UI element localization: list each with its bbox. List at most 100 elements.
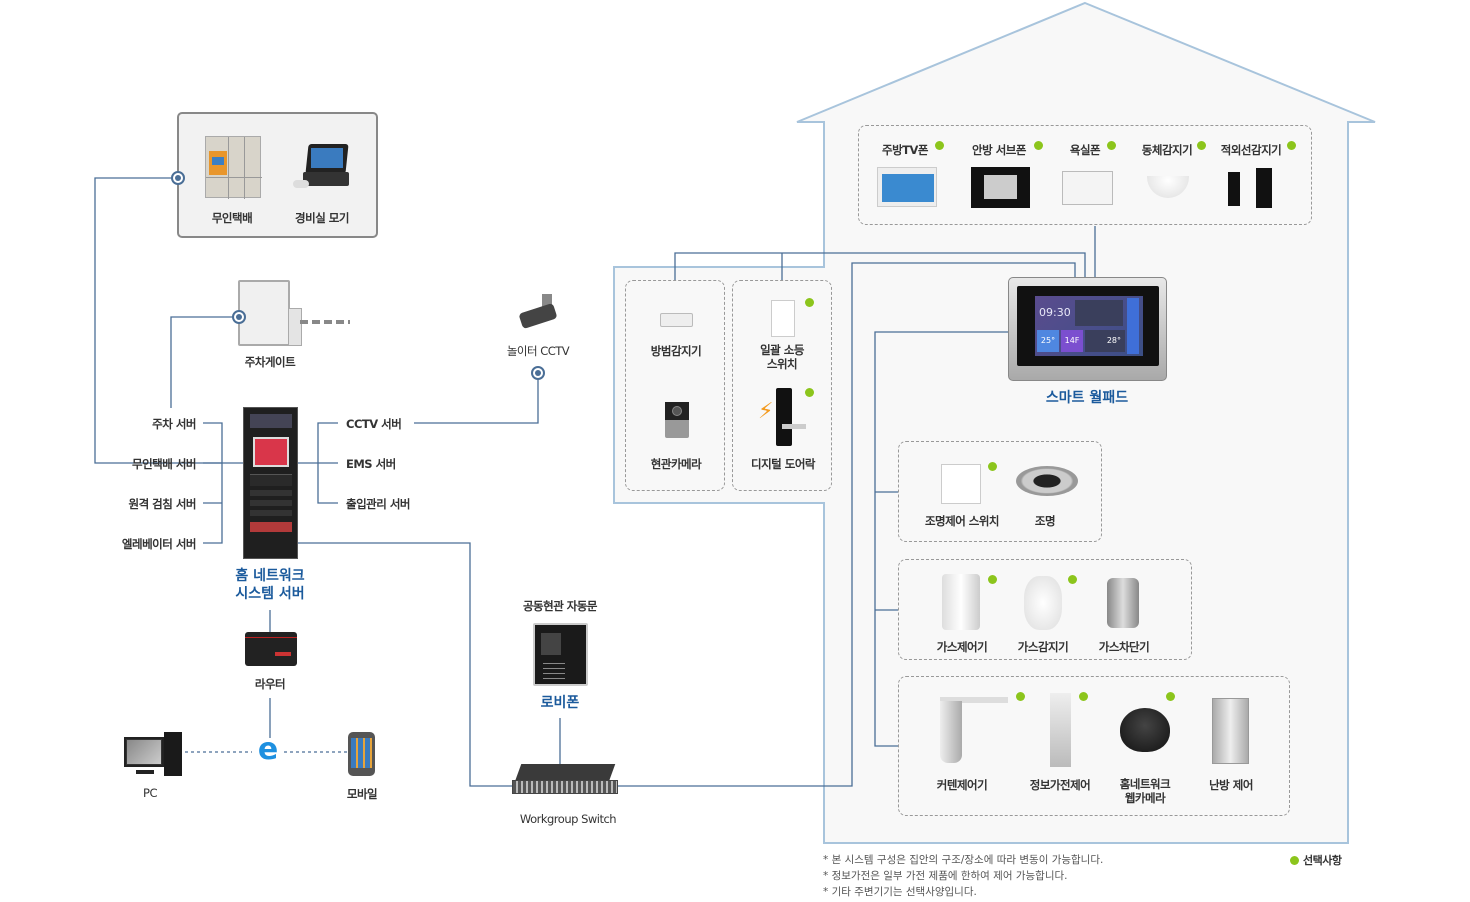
kitchen-tv-phone-icon	[877, 167, 937, 207]
lighting-group	[898, 441, 1102, 542]
house-top-devices-group	[858, 125, 1312, 225]
optional-dot	[1197, 141, 1206, 150]
top-device-label: 적외선감지기	[1220, 143, 1282, 157]
bathroom-phone-icon	[1062, 171, 1113, 205]
lighting-switch-icon	[941, 464, 981, 504]
lobby-door-label: 공동현관 자동문	[522, 599, 598, 613]
guard-phone-icon	[293, 144, 351, 192]
connection-node	[171, 171, 185, 185]
top-device-label: 동체감지기	[1141, 143, 1193, 157]
cctv-camera-icon	[518, 294, 560, 332]
optional-dot	[1079, 692, 1088, 701]
server-left-label: 무인택배 서버	[132, 457, 196, 471]
playground-cctv-label: 놀이터 CCTV	[506, 344, 570, 358]
door-camera-icon	[665, 402, 689, 438]
mobile-phone-icon	[348, 732, 375, 776]
server-title: 홈 네트워크 시스템 서버	[235, 568, 305, 602]
legend-label: 선택사항	[1303, 854, 1342, 867]
motion-sensor-icon	[1147, 176, 1189, 198]
optional-dot	[1068, 575, 1077, 584]
optional-dot	[805, 388, 814, 397]
appliance-label: 홈네트워크 웹카메라	[1119, 777, 1171, 805]
router-label: 라우터	[254, 677, 286, 691]
server-left-label: 엘레베이터 서버	[121, 537, 197, 551]
optional-dot	[988, 575, 997, 584]
gas-valve-icon	[1107, 578, 1139, 628]
gas-controller-icon	[942, 574, 980, 630]
top-device-label: 안방 서브폰	[972, 143, 1026, 157]
appliance-group	[898, 676, 1290, 816]
entry-switch-group	[732, 280, 832, 491]
curtain-controller-icon	[940, 697, 1008, 765]
smart-wallpad-title: 스마트 월패드	[1045, 390, 1129, 406]
server-left-label: 원격 검침 서버	[128, 497, 197, 511]
appliance-label: 난방 제어	[1209, 778, 1253, 792]
wallpad-screen-floor: 14F	[1061, 330, 1083, 352]
lightning-icon: ⚡	[758, 399, 774, 424]
optional-dot	[988, 462, 997, 471]
info-appliance-icon	[1050, 693, 1071, 767]
infrared-sensor-icon	[1228, 168, 1274, 208]
gas-label: 가스차단기	[1098, 640, 1150, 654]
internet-explorer-icon: e	[257, 732, 279, 767]
wallpad-screen-time: 09:30	[1039, 306, 1071, 319]
connection-node	[531, 366, 545, 380]
delivery-locker-icon	[205, 136, 262, 199]
optional-dot	[1166, 692, 1175, 701]
guard-phone-label: 경비실 모기	[295, 211, 349, 225]
switch-label: Workgroup Switch	[519, 812, 617, 826]
optional-dot	[935, 141, 944, 150]
footnote: * 정보가전은 일부 가전 제품에 한하여 제어 가능합니다.	[823, 870, 1068, 882]
dome-webcam-icon	[1120, 708, 1170, 752]
appliance-label: 정보가전제어	[1029, 778, 1091, 792]
router-icon	[245, 632, 297, 666]
server-rack-icon	[243, 407, 298, 559]
entry-label: 방범감지기	[650, 344, 702, 358]
gas-group	[898, 559, 1192, 660]
legend-optional-dot	[1290, 856, 1299, 865]
top-device-label: 주방TV폰	[882, 143, 928, 157]
all-off-switch-icon	[771, 300, 795, 337]
top-device-label: 욕실폰	[1069, 143, 1101, 157]
boiler-icon	[1212, 698, 1249, 764]
digital-doorlock-icon	[776, 388, 806, 446]
server-right-label: EMS 서버	[346, 457, 396, 471]
lighting-label: 조명제어 스위치	[924, 514, 1000, 528]
parking-gate-label: 주차게이트	[244, 355, 296, 369]
server-right-label: CCTV 서버	[346, 417, 402, 431]
appliance-label: 커텐제어기	[936, 778, 988, 792]
gas-label: 가스감지기	[1017, 640, 1069, 654]
mobile-label: 모바일	[346, 787, 378, 801]
server-left-label: 주차 서버	[152, 417, 196, 431]
lobby-phone-title: 로비폰	[540, 695, 580, 711]
ceiling-light-icon	[1016, 466, 1078, 496]
network-switch-icon	[512, 764, 618, 798]
optional-dot	[1034, 141, 1043, 150]
gas-detector-icon	[1024, 576, 1062, 630]
connection-node	[232, 310, 246, 324]
footnote: * 기타 주변기기는 선택사양입니다.	[823, 886, 977, 898]
server-right-label: 출입관리 서버	[346, 497, 410, 511]
lobby-phone-icon	[533, 623, 588, 686]
desktop-pc-icon	[124, 732, 184, 776]
optional-dot	[805, 298, 814, 307]
security-sensor-icon	[660, 313, 693, 327]
parking-gate-icon	[238, 280, 350, 346]
smart-wallpad-device: 09:30 25° 14F 28°	[1008, 277, 1167, 381]
pc-label: PC	[143, 786, 157, 800]
entry-label: 디지털 도어락	[751, 457, 815, 471]
entry-label: 일괄 소등 스위치	[760, 343, 804, 371]
gas-label: 가스제어기	[936, 640, 988, 654]
wallpad-screen-weather: 28°	[1085, 330, 1125, 352]
entry-sensor-group	[625, 280, 725, 491]
optional-dot	[1107, 141, 1116, 150]
wallpad-screen-temp: 25°	[1037, 330, 1059, 352]
footnote: * 본 시스템 구성은 집안의 구조/장소에 따라 변동이 가능합니다.	[823, 854, 1104, 866]
optional-dot	[1016, 692, 1025, 701]
entry-label: 현관카메라	[650, 457, 702, 471]
lighting-label: 조명	[1034, 514, 1056, 528]
delivery-locker-label: 무인택배	[211, 211, 253, 225]
sub-phone-icon	[971, 167, 1030, 208]
